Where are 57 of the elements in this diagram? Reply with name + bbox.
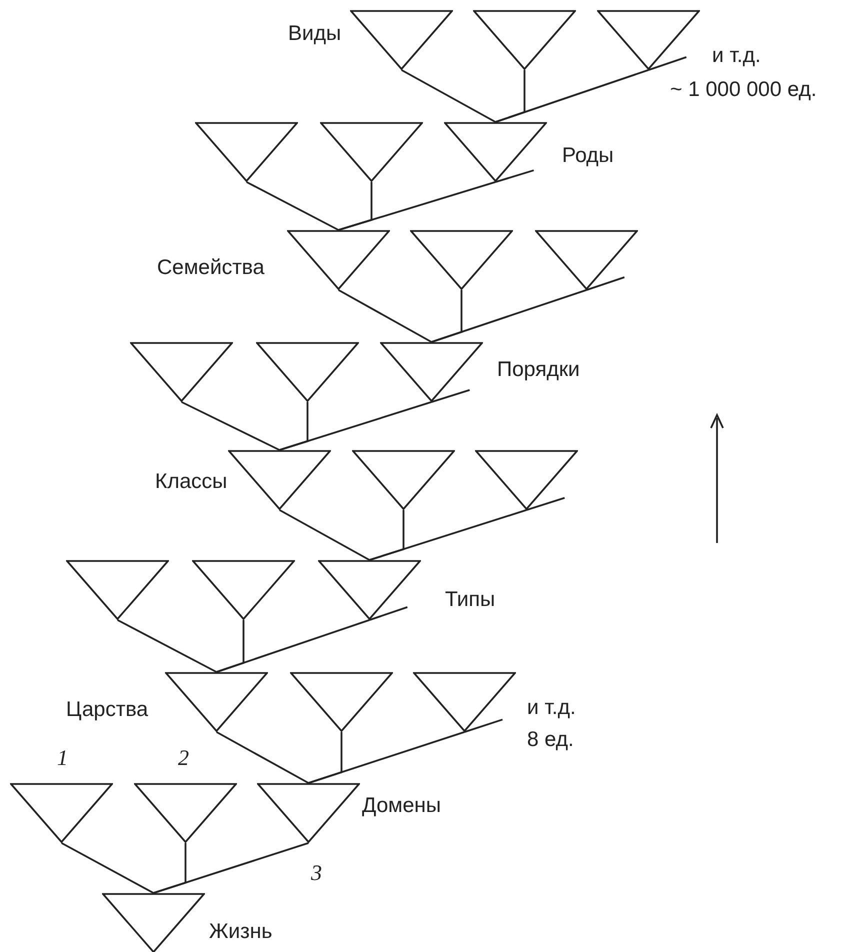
level-label: Типы <box>445 588 496 612</box>
branch-line <box>495 69 649 123</box>
triangle <box>195 122 298 182</box>
triangle <box>352 450 455 510</box>
level-label: Семейства <box>157 256 264 280</box>
triangle <box>287 230 390 290</box>
triangle <box>320 122 423 182</box>
triangle <box>535 230 638 290</box>
triangle <box>473 10 576 70</box>
index-number: 3 <box>311 861 322 885</box>
level-label: Виды <box>288 22 342 46</box>
level-label: и т.д. <box>527 696 576 720</box>
branch-line <box>369 509 527 561</box>
triangle <box>165 672 268 732</box>
branch-line <box>308 731 465 784</box>
level-label: Роды <box>562 144 614 168</box>
triangle <box>228 450 331 510</box>
level-label: Царства <box>66 698 148 722</box>
triangle <box>130 342 233 402</box>
triangle <box>257 783 360 843</box>
branch-line <box>401 69 496 123</box>
triangle <box>10 783 113 843</box>
level-label: Порядки <box>497 358 580 382</box>
branch-line <box>338 289 432 343</box>
triangle <box>256 342 359 402</box>
level-label: Классы <box>155 470 228 494</box>
triangle <box>350 10 453 70</box>
level-label: ~ 1 000 000 ед. <box>670 78 817 102</box>
branch-line <box>216 619 370 673</box>
level-label: и т.д. <box>712 44 761 68</box>
triangle <box>413 672 516 732</box>
triangle <box>410 230 513 290</box>
branch-line <box>279 509 370 561</box>
triangle <box>380 342 483 402</box>
branch-line <box>279 401 432 451</box>
branch-line <box>61 842 154 894</box>
branch-line <box>181 401 280 451</box>
triangle <box>102 893 205 952</box>
triangle <box>66 560 169 620</box>
branch-line <box>216 731 309 784</box>
branch-line <box>246 181 339 231</box>
branch-line <box>117 619 217 673</box>
level-label: Жизнь <box>209 920 272 944</box>
triangle <box>444 122 547 182</box>
triangle <box>318 560 421 620</box>
triangle <box>290 672 393 732</box>
triangle <box>134 783 237 843</box>
triangle <box>475 450 578 510</box>
branch-line <box>153 842 309 894</box>
level-label: 8 ед. <box>527 728 574 752</box>
triangle <box>597 10 700 70</box>
triangle <box>192 560 295 620</box>
index-number: 1 <box>57 746 68 770</box>
branch-line <box>431 289 587 343</box>
branch-line <box>338 181 496 231</box>
level-label: Домены <box>362 794 441 818</box>
index-number: 2 <box>178 746 189 770</box>
